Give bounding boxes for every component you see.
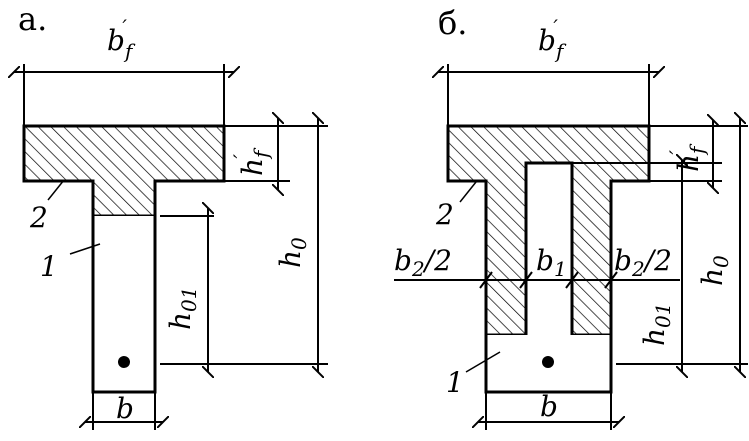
panel-b-tick-3: [565, 271, 579, 289]
panel-b-marker-2: 2: [435, 198, 454, 231]
panel-b-tick-1: [479, 271, 493, 289]
panel-a-rib: [91, 216, 157, 394]
panel-b-marker-2-leader: [459, 181, 477, 203]
panel-b-b2-left-label: b2/2: [394, 244, 452, 281]
panel-b-flange-width-label: bf′: [538, 15, 567, 63]
panel-a-flange-width-label: bf′: [107, 15, 136, 63]
panel-a-rebar: [118, 356, 130, 368]
panel-b-marker-1: 1: [446, 366, 464, 399]
panel-b-tick-2: [519, 271, 533, 289]
panel-a-marker-1-leader: [69, 243, 101, 255]
panel-a-marker-1: 1: [40, 250, 58, 283]
panel-b: б. bf′ hf′ h0 h01 b2/2 b1 b2/2: [394, 4, 748, 430]
panel-a-flange-height-label: hf′: [229, 147, 273, 176]
panel-b-box-compression-zone: [446, 124, 651, 337]
panel-a-effective-depth-label: h0: [274, 237, 311, 268]
panel-b-rebar: [542, 356, 554, 368]
panel-a-marker-2: 2: [29, 201, 48, 234]
panel-b-b2-right-label: b2/2: [614, 244, 672, 281]
panel-a-marker-2-leader: [47, 179, 65, 201]
panel-b-h01-label: h01: [638, 303, 675, 347]
panel-a-h01-label: h01: [164, 287, 201, 331]
panel-b-label: б.: [438, 4, 467, 42]
panel-a: а. bf′ hf′ h0 h01 b 1 2: [14, 0, 328, 430]
panel-b-rib-width-label: b: [540, 390, 558, 423]
panel-b-b1-label: b1: [536, 244, 567, 281]
panel-a-flange-compression-zone: [22, 124, 226, 218]
panel-a-rib-width-label: b: [116, 392, 134, 425]
panel-b-marker-1-leader: [465, 351, 501, 373]
panel-b-flange-height-label: hf′: [665, 143, 709, 172]
panel-b-tick-4: [604, 271, 618, 289]
panel-b-effective-depth-label: h0: [696, 255, 733, 286]
panel-a-label: а.: [18, 0, 47, 38]
